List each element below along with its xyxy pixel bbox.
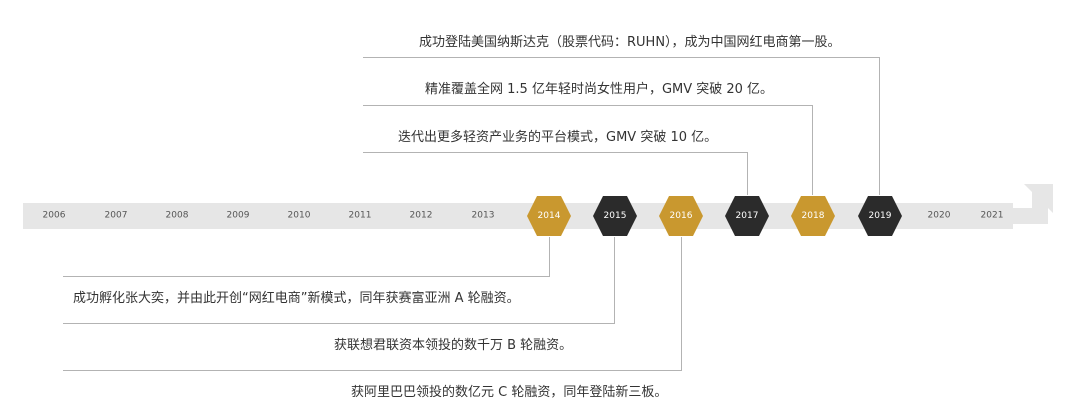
connector-line: [363, 152, 748, 153]
year-label-2011: 2011: [348, 210, 372, 221]
milestone-year-label: 2019: [868, 210, 892, 221]
event-2014-text: 成功孵化张大奕，并由此开创“网红电商”新模式，同年获赛富亚洲 A 轮融资。: [73, 291, 520, 306]
year-label-2007: 2007: [104, 210, 128, 221]
connector-line: [549, 237, 550, 277]
connector-line: [63, 370, 682, 371]
connector-line: [363, 57, 880, 58]
year-label-2021: 2021: [980, 210, 1004, 221]
connector-line: [747, 152, 748, 195]
year-label-2006: 2006: [42, 210, 66, 221]
year-label-2013: 2013: [471, 210, 495, 221]
timeline-band: [23, 203, 1013, 229]
year-label-2009: 2009: [226, 210, 250, 221]
connector-line: [63, 323, 615, 324]
event-2017-text: 迭代出更多轻资产业务的平台模式，GMV 突破 10 亿。: [398, 130, 718, 145]
connector-line: [363, 105, 813, 106]
event-2019-text: 成功登陆美国纳斯达克（股票代码：RUHN），成为中国网红电商第一股。: [419, 35, 841, 50]
milestone-year-label: 2016: [669, 210, 693, 221]
connector-line: [614, 237, 615, 324]
connector-line: [681, 237, 682, 371]
event-2015-text: 获联想君联资本领投的数千万 B 轮融资。: [334, 338, 573, 353]
milestone-2017: 2017: [724, 195, 770, 237]
milestone-year-label: 2017: [735, 210, 759, 221]
milestone-year-label: 2014: [537, 210, 561, 221]
timeline-arrow-icon: [1005, 184, 1053, 224]
milestone-2018: 2018: [790, 195, 836, 237]
year-label-2010: 2010: [287, 210, 311, 221]
milestone-2016: 2016: [658, 195, 704, 237]
milestone-year-label: 2018: [801, 210, 825, 221]
connector-line: [63, 276, 550, 277]
year-label-2020: 2020: [927, 210, 951, 221]
milestone-2015: 2015: [592, 195, 638, 237]
connector-line: [879, 57, 880, 195]
year-label-2008: 2008: [165, 210, 189, 221]
event-2018-text: 精准覆盖全网 1.5 亿年轻时尚女性用户，GMV 突破 20 亿。: [425, 82, 774, 97]
connector-line: [812, 105, 813, 195]
milestone-year-label: 2015: [603, 210, 627, 221]
event-2016-text: 获阿里巴巴领投的数亿元 C 轮融资，同年登陆新三板。: [351, 385, 668, 400]
milestone-2019: 2019: [857, 195, 903, 237]
year-label-2012: 2012: [409, 210, 433, 221]
milestone-2014: 2014: [526, 195, 572, 237]
